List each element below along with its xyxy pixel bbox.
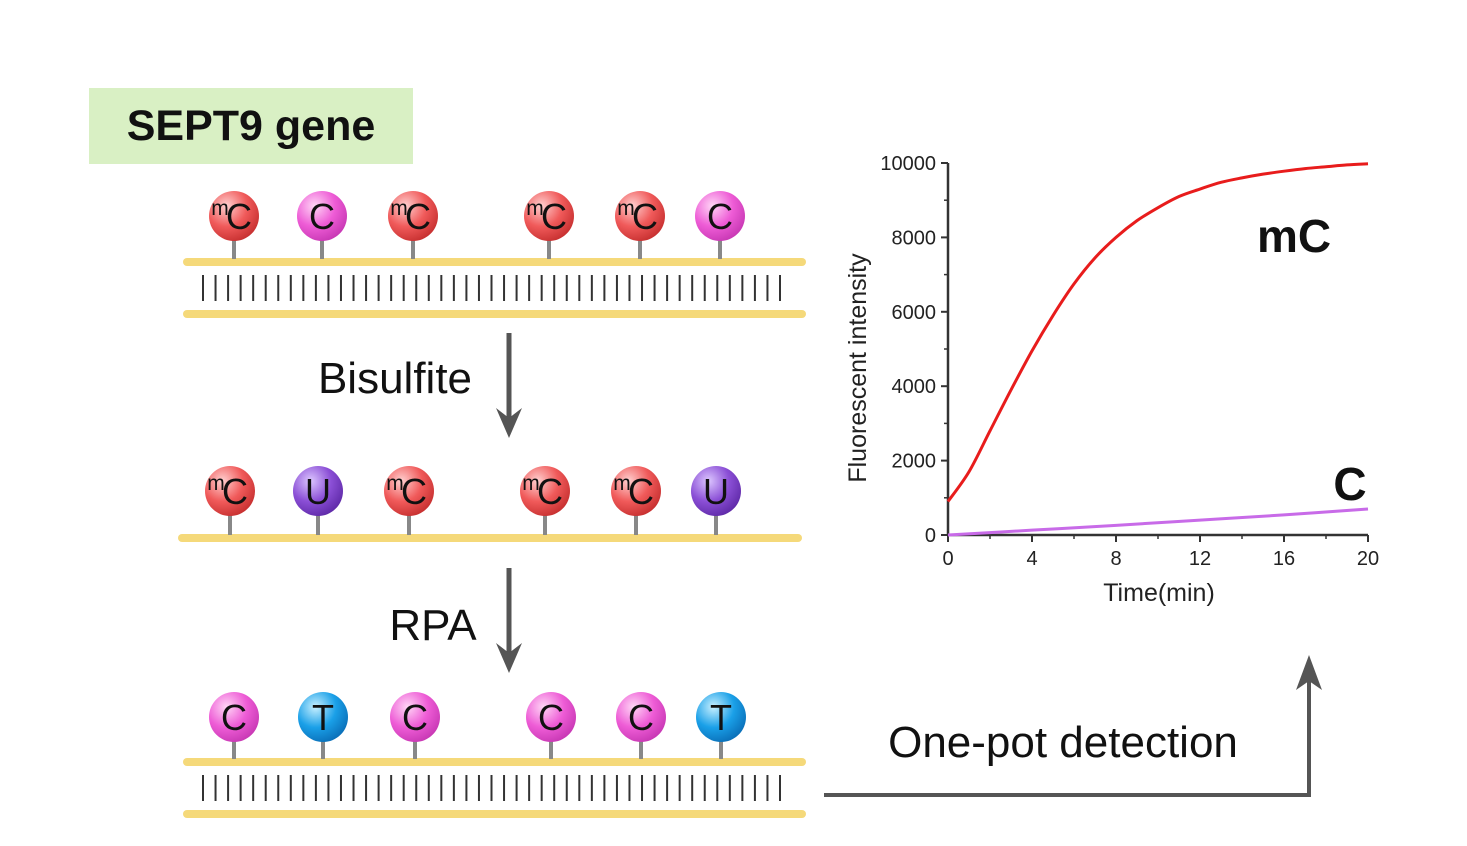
bisulfite-label: Bisulfite [318,354,472,403]
base-pair-ticks [202,275,781,301]
chart-ticks: 0 4 8 12 16 20 0 2000 4000 6000 8000 10000 [880,153,1379,570]
nucleotide-letter: T [312,697,334,738]
nucleotide-letter: C [222,471,248,512]
methyl-superscript: m [386,472,404,495]
nucleotide-mC: Cm [520,466,570,535]
nucleotide-letter: U [305,471,331,512]
methyl-superscript: m [526,197,544,220]
nucleotide-T: T [298,692,348,759]
nucleotide-U: U [293,466,343,535]
detection-label: One-pot detection [888,718,1238,767]
x-tick-label: 4 [1026,548,1037,570]
nucleotide-letter: C [221,697,247,738]
rpa-arrow [496,568,522,673]
methyl-superscript: m [613,472,631,495]
nucleotide-C: C [616,692,666,759]
chart-series [946,162,1369,537]
x-tick-label: 12 [1189,548,1211,570]
x-tick-label: 8 [1110,548,1121,570]
methyl-superscript: m [522,472,540,495]
gene-title-box: SEPT9 gene [89,88,413,164]
nucleotide-letter: C [537,471,563,512]
fluorescence-chart: 0 4 8 12 16 20 0 2000 4000 6000 8000 10000 Time(min… [844,153,1379,607]
detection-arrow [824,655,1322,797]
nucleotide-C: C [209,692,259,759]
nucleotide-C: C [526,692,576,759]
methyl-superscript: m [207,472,225,495]
y-axis-label: Fluorescent intensity [844,253,872,483]
nucleotide-letter: U [703,471,729,512]
nucleotide-mC: Cm [611,466,661,535]
nucleotide-letter: C [401,471,427,512]
nucleotide-letter: C [707,196,733,237]
x-tick-label: 0 [942,548,953,570]
y-tick-label: 0 [925,525,936,547]
nucleotide-letter: C [632,196,658,237]
nucleotide-mC: Cm [209,191,259,259]
bisulfite-arrow [496,333,522,438]
nucleotide-letter: C [628,471,654,512]
nucleotide-letter: C [628,697,654,738]
x-tick-label: 20 [1357,548,1379,570]
y-tick-label: 8000 [892,227,937,249]
nucleotide-letter: C [309,196,335,237]
x-axis-label: Time(min) [1103,579,1215,607]
series-label-C: C [1333,458,1366,510]
nucleotide-letter: T [710,697,732,738]
series-line-C [947,507,1369,537]
nucleotide-U: U [691,466,741,535]
nucleotide-mC: Cm [524,191,574,259]
series-line-mC [946,162,1369,503]
series-label-mC: mC [1257,210,1331,262]
methyl-superscript: m [390,197,408,220]
nucleotide-mC: Cm [388,191,438,259]
nucleotide-mC: Cm [615,191,665,259]
nucleotide-letter: C [541,196,567,237]
nucleotide-mC: Cm [384,466,434,535]
methyl-superscript: m [617,197,635,220]
y-tick-label: 2000 [892,451,937,473]
nucleotide-letter: C [538,697,564,738]
base-pair-ticks [202,775,781,801]
methyl-superscript: m [211,197,229,220]
nucleotide-mC: Cm [205,466,255,535]
gene-title: SEPT9 gene [126,101,376,150]
nucleotide-letter: C [402,697,428,738]
y-tick-label: 10000 [880,153,936,175]
x-tick-label: 16 [1273,548,1295,570]
nucleotide-C: C [390,692,440,759]
nucleotide-C: C [695,191,745,259]
nucleotide-C: C [297,191,347,259]
nucleotide-letter: C [226,196,252,237]
nucleotide-letter: C [405,196,431,237]
rpa-label: RPA [389,601,477,650]
y-tick-label: 4000 [892,376,937,398]
y-tick-label: 6000 [892,302,937,324]
nucleotide-T: T [696,692,746,759]
